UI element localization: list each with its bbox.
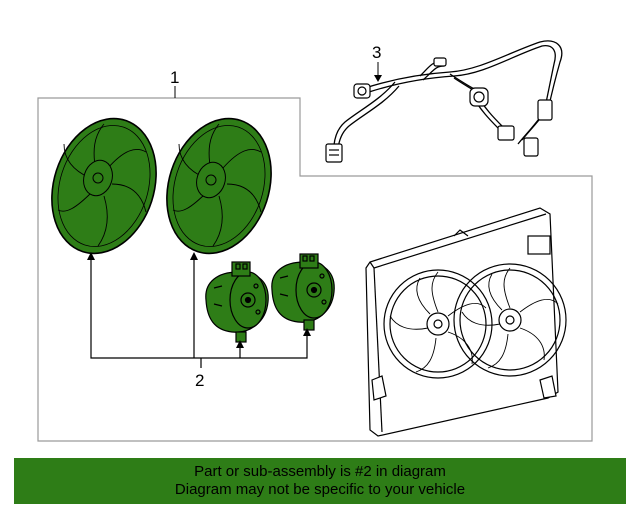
callout-1-label: 1 (170, 68, 179, 87)
fan-motor-right (271, 253, 335, 331)
harness-connectors (325, 57, 553, 163)
parts-diagram: 1 3 (37, 40, 593, 442)
fan-blade-left (51, 117, 157, 255)
info-banner: Part or sub-assembly is #2 in diagram Di… (14, 458, 626, 504)
fan-motor-left (205, 261, 269, 343)
banner-line-part-number: Part or sub-assembly is #2 in diagram (194, 463, 446, 480)
callout-2-arrowheads (87, 252, 311, 348)
fan-shroud-assembly (365, 207, 567, 437)
callout-2-label: 2 (195, 371, 204, 390)
banner-line-disclaimer: Diagram may not be specific to your vehi… (174, 481, 466, 498)
fan-blade-right (166, 117, 272, 255)
diagram-panel-border (37, 97, 593, 442)
callout-3-label: 3 (372, 43, 381, 62)
